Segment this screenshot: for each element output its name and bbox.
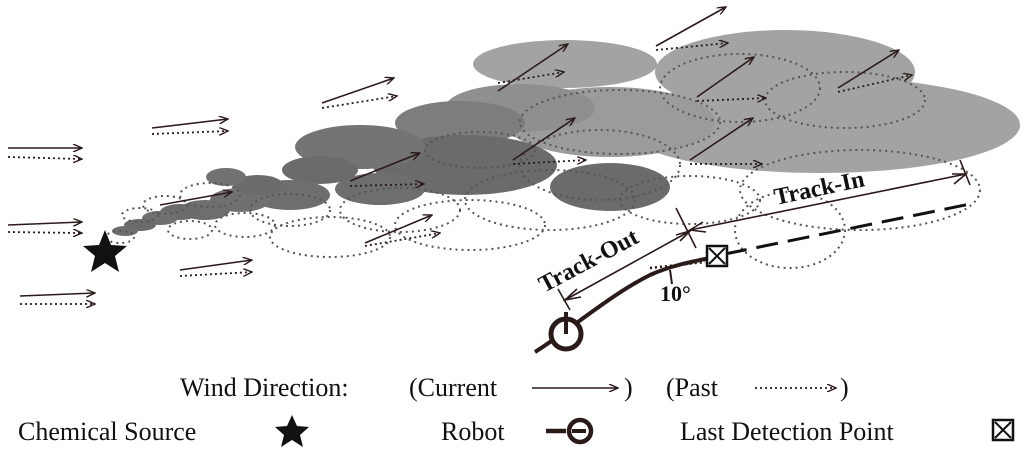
- track-in-dimension: [687, 159, 971, 233]
- legend-past-close: ): [840, 373, 849, 402]
- legend-robot-icon: [546, 417, 594, 445]
- legend-past-open: (Past: [666, 373, 719, 402]
- legend-wind-direction-label: Wind Direction:: [180, 373, 349, 402]
- legend-current-open: (Current: [409, 373, 498, 402]
- past-wind-arrows: [7, 43, 912, 304]
- legend-last-detection-point-icon: [991, 418, 1015, 442]
- legend-last-detection-point-label: Last Detection Point: [680, 417, 895, 446]
- chemical-source-star-icon: [83, 230, 127, 272]
- legend: Wind Direction: (Current ) (Past ) Chemi…: [18, 373, 1015, 447]
- track-out-dimension: [557, 207, 697, 311]
- legend-chemical-source-label: Chemical Source: [18, 417, 196, 446]
- robot-icon: [548, 312, 584, 352]
- current-wind-arrows: [7, 7, 899, 296]
- legend-current-close: ): [624, 373, 633, 402]
- legend-robot-label: Robot: [441, 417, 505, 446]
- legend-chemical-source-star-icon: [275, 415, 309, 447]
- last-detection-point-icon: [705, 244, 729, 268]
- plume-past-puffs: [105, 53, 981, 269]
- track-in-heading-line: [724, 201, 976, 256]
- angle-label: 10°: [660, 281, 691, 306]
